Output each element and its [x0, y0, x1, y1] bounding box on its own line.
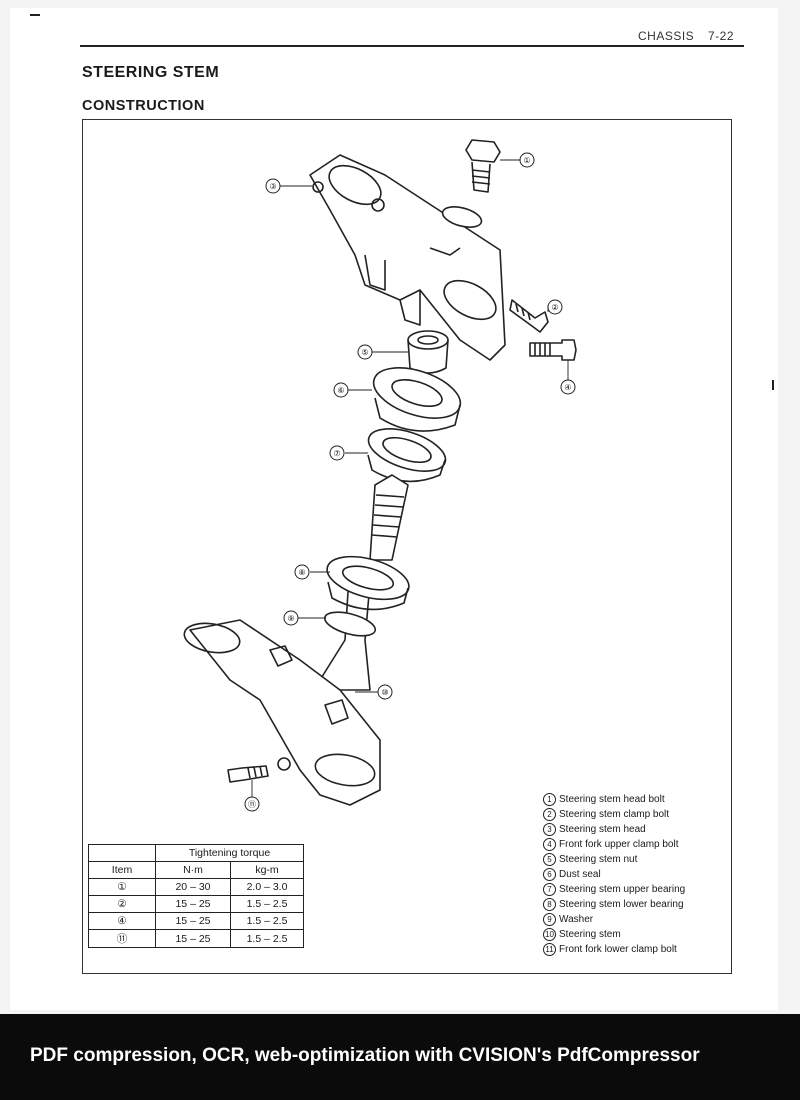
steering-stem-head-part — [309, 154, 506, 361]
torque-nm: 15 – 25 — [155, 895, 231, 913]
legend-label: Dust seal — [559, 869, 601, 880]
table-row: ② 15 – 25 1.5 – 2.5 — [88, 895, 304, 913]
callout-7: ⑦ — [333, 449, 340, 458]
torque-nm: 15 – 25 — [155, 912, 231, 930]
legend-number: 11 — [543, 942, 556, 956]
legend-label: Steering stem head — [559, 824, 646, 835]
legend-label: Steering stem lower bearing — [559, 899, 684, 910]
washer-part — [323, 611, 377, 637]
scan-mark — [772, 380, 774, 390]
torque-kgm: 1.5 – 2.5 — [230, 929, 304, 948]
table-row: ① 20 – 30 2.0 – 3.0 — [88, 878, 304, 896]
torque-item: ④ — [88, 912, 156, 930]
diagram-frame — [82, 119, 732, 974]
legend-label: Steering stem nut — [559, 854, 638, 865]
torque-item: ⑪ — [88, 929, 156, 948]
callout-5: ⑤ — [361, 348, 368, 357]
stem-clamp-bolt-part — [509, 299, 549, 333]
stem-nut-part — [407, 330, 449, 374]
scan-mark — [30, 14, 40, 16]
legend-label: Steering stem upper bearing — [559, 884, 686, 895]
legend-number: 2 — [543, 807, 556, 821]
table-row: ⑪ 15 – 25 1.5 – 2.5 — [88, 929, 304, 948]
callout-4: ④ — [564, 383, 571, 392]
legend-number: 10 — [543, 927, 556, 941]
torque-blank-cell — [88, 844, 156, 862]
callout-circles — [244, 152, 576, 812]
legend-number: 3 — [543, 822, 556, 836]
head-washer-part — [441, 206, 483, 228]
torque-col-kgm: kg-m — [230, 861, 304, 879]
callout-6: ⑥ — [337, 386, 344, 395]
callout-10: ⑩ — [381, 688, 388, 697]
legend-number: 1 — [543, 792, 556, 806]
torque-kgm: 2.0 – 3.0 — [230, 878, 304, 896]
torque-col-item: Item — [88, 861, 156, 879]
page-title: STEERING STEM — [82, 64, 220, 81]
dust-seal-part — [372, 367, 462, 432]
torque-caption: Tightening torque — [155, 844, 304, 862]
legend-label: Front fork lower clamp bolt — [559, 944, 677, 955]
torque-item: ① — [88, 878, 156, 896]
section-subtitle: CONSTRUCTION — [82, 98, 205, 114]
legend-label: Steering stem — [559, 929, 621, 940]
legend-label: Steering stem head bolt — [559, 794, 665, 805]
table-row: ④ 15 – 25 1.5 – 2.5 — [88, 912, 304, 930]
legend-number: 9 — [543, 912, 556, 926]
callout-9: ⑨ — [287, 614, 294, 623]
torque-kgm: 1.5 – 2.5 — [230, 912, 304, 930]
torque-item: ② — [88, 895, 156, 913]
legend-number: 8 — [543, 897, 556, 911]
torque-nm: 20 – 30 — [155, 878, 231, 896]
leader-lines — [251, 159, 569, 798]
legend-label: Washer — [559, 914, 594, 925]
header-section: CHASSIS — [638, 29, 695, 43]
footer-text: PDF compression, OCR, web-optimization w… — [30, 1045, 700, 1066]
callout-11: ⑪ — [248, 800, 256, 809]
lower-bearing-part — [326, 555, 410, 611]
callout-3: ③ — [269, 182, 276, 191]
callout-1: ① — [523, 156, 530, 165]
torque-kgm: 1.5 – 2.5 — [230, 895, 304, 913]
legend-label: Front fork upper clamp bolt — [559, 839, 679, 850]
fork-upper-clamp-bolt-part — [529, 339, 577, 361]
fork-lower-clamp-bolt-part — [227, 757, 291, 783]
legend-number: 7 — [543, 882, 556, 896]
footer-banner — [0, 1014, 800, 1100]
torque-col-nm: N·m — [155, 861, 231, 879]
callout-2: ② — [551, 303, 558, 312]
header-rule — [80, 45, 744, 47]
legend-number: 6 — [543, 867, 556, 881]
steering-stem-part — [183, 474, 409, 806]
header-page-number: 7-22 — [708, 29, 735, 43]
torque-nm: 15 – 25 — [155, 929, 231, 948]
legend-label: Steering stem clamp bolt — [559, 809, 670, 820]
callout-8: ⑧ — [298, 568, 305, 577]
torque-table: Tightening torque Item N·m kg-m ① 20 – 3… — [88, 844, 304, 948]
legend-number: 5 — [543, 852, 556, 866]
upper-bearing-part — [367, 428, 447, 483]
legend-number: 4 — [543, 837, 556, 851]
stem-head-bolt-part — [465, 139, 501, 193]
